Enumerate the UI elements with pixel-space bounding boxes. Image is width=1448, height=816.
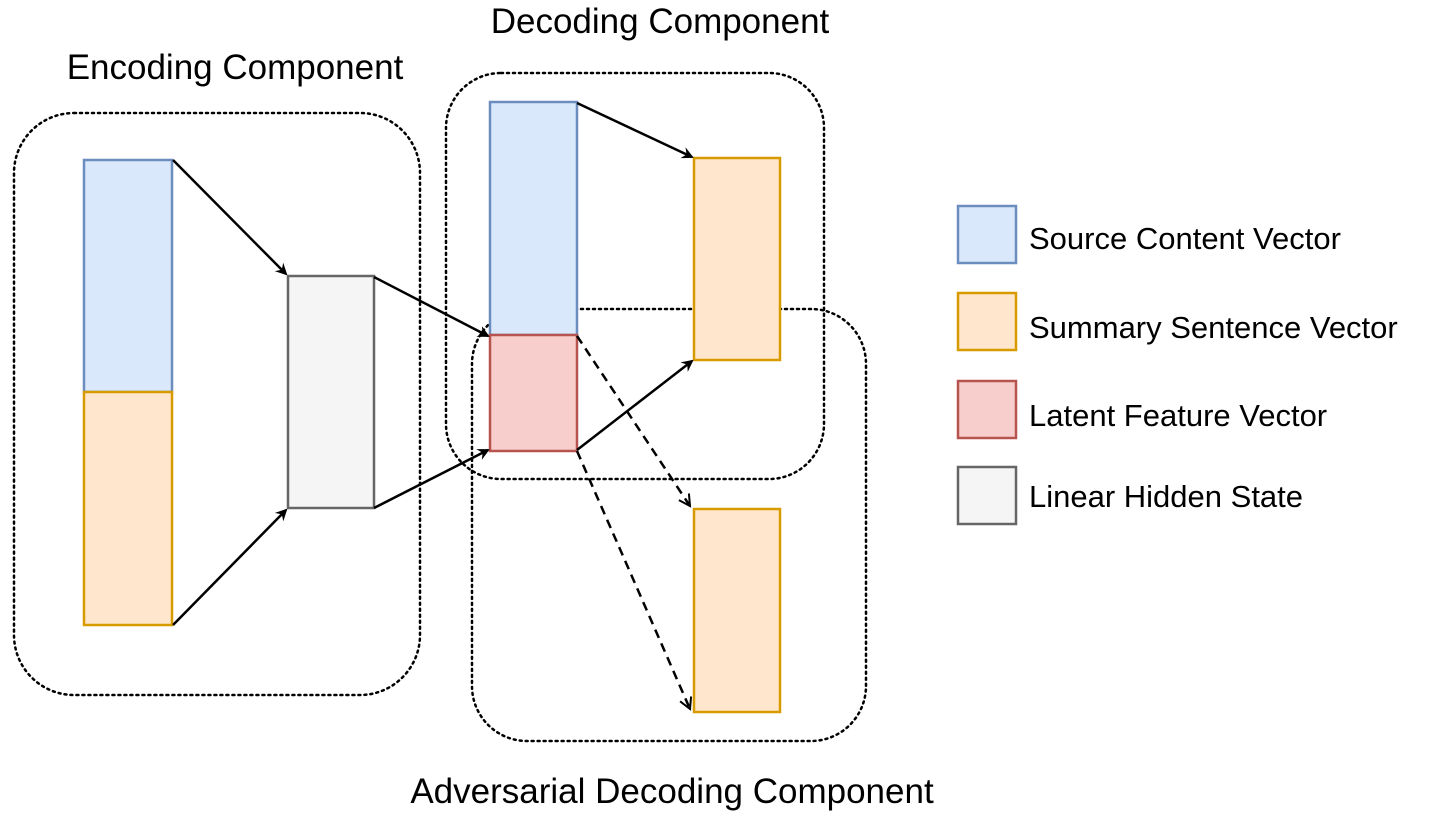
legend-swatch-linear-hidden <box>956 465 1018 526</box>
adversarial-summary-sentence-vector <box>692 507 782 714</box>
legend-swatch-source-content <box>956 204 1018 265</box>
encoder-summary-sentence-vector <box>82 390 174 627</box>
latent-feature-vector <box>488 333 579 453</box>
legend-swatch-summary-sentence <box>956 291 1018 352</box>
encoding-component-boundary <box>12 111 422 697</box>
encoder-source-content-vector <box>82 158 174 394</box>
decoded-summary-sentence-vector <box>692 156 782 362</box>
legend-label-source-content: Source Content Vector <box>1029 221 1341 256</box>
arrow-source-to-hidden <box>172 159 288 276</box>
decoding-component-boundary <box>444 71 826 481</box>
encoding-component-title: Encoding Component <box>67 48 404 87</box>
dashed-arrow-latent-to-adversarial-top <box>575 335 690 506</box>
legend-label-latent-feature: Latent Feature Vector <box>1029 398 1327 433</box>
decoding-component-title: Decoding Component <box>491 2 830 41</box>
arrow-hidden-to-latent-bottom <box>373 448 490 510</box>
dashed-arrow-latent-to-adversarial-bottom <box>575 450 690 709</box>
linear-hidden-state <box>286 274 376 510</box>
arrow-hidden-to-latent-top <box>373 275 490 338</box>
legend-swatch-latent-feature <box>956 379 1018 440</box>
legend: Source Content Vector Summary Sentence V… <box>956 204 1398 526</box>
adversarial-decoding-component-title: Adversarial Decoding Component <box>410 772 934 811</box>
legend-label-linear-hidden: Linear Hidden State <box>1029 479 1303 514</box>
adversarial-decoding-component-boundary <box>470 307 868 743</box>
arrow-summary-to-hidden <box>172 508 288 626</box>
arrow-latent-to-decoded-summary <box>576 359 694 451</box>
legend-label-summary-sentence: Summary Sentence Vector <box>1029 310 1398 345</box>
arrow-source-to-decoded-summary <box>576 101 694 159</box>
decoder-source-content-vector <box>488 100 579 337</box>
